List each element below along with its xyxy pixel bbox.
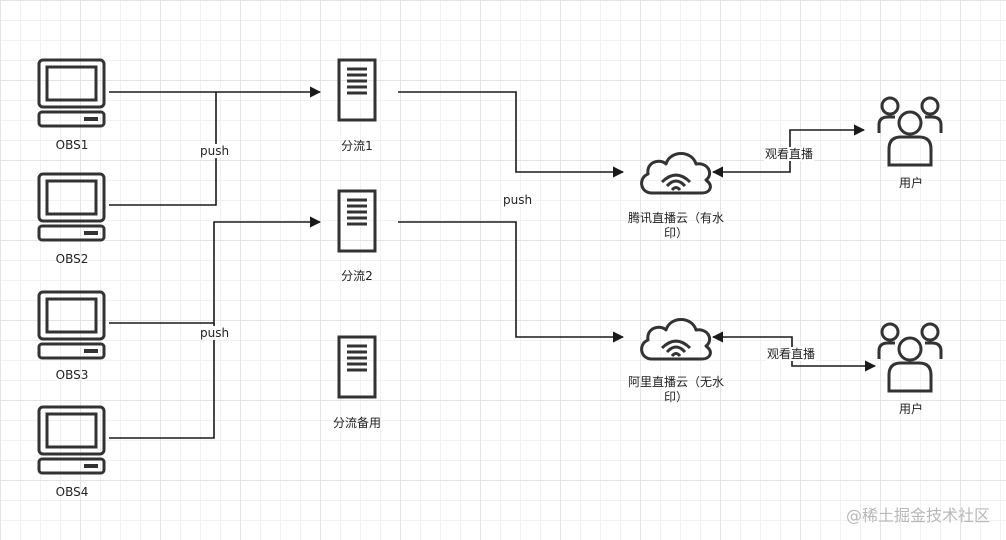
edge-split1-tencent bbox=[398, 91, 625, 178]
tencent-label-line1: 腾讯直播云（有水 bbox=[627, 211, 724, 225]
obs2-label: OBS2 bbox=[55, 252, 89, 266]
obs3-label: OBS3 bbox=[55, 368, 89, 382]
edge-label-watch-top: 观看直播 bbox=[764, 147, 815, 161]
obs4-monitor-icon bbox=[37, 405, 106, 475]
split-backup-label: 分流备用 bbox=[332, 416, 381, 430]
watermark: @稀土掘金技术社区 bbox=[845, 506, 990, 525]
tencent-cloud-icon bbox=[640, 152, 712, 195]
aliyun-cloud-icon bbox=[640, 318, 712, 361]
edge-label-push-bottom: push bbox=[199, 326, 231, 340]
obs1-label: OBS1 bbox=[55, 138, 89, 152]
edge-label-push-middle: push bbox=[502, 193, 534, 207]
edge-obs4-split2 bbox=[109, 323, 215, 439]
split1-server-icon bbox=[337, 58, 377, 122]
user-bottom-label: 用户 bbox=[898, 402, 923, 416]
obs1-monitor-icon bbox=[37, 58, 106, 128]
split1-label: 分流1 bbox=[341, 139, 373, 153]
split2-server-icon bbox=[337, 189, 377, 253]
aliyun-label-line1: 阿里直播云（无水 bbox=[627, 375, 724, 389]
obs4-label: OBS4 bbox=[55, 485, 89, 499]
edge-split2-aliyun bbox=[398, 221, 625, 343]
split2-label: 分流2 bbox=[341, 269, 373, 283]
user-top-label: 用户 bbox=[898, 176, 923, 190]
edge-label-watch-bottom: 观看直播 bbox=[766, 347, 817, 361]
tencent-label-line2: 印） bbox=[663, 226, 688, 240]
aliyun-label-line2: 印） bbox=[663, 390, 688, 404]
edge-label-push-top: push bbox=[199, 144, 231, 158]
split-backup-server-icon bbox=[337, 335, 377, 399]
obs3-monitor-icon bbox=[37, 290, 106, 360]
obs2-monitor-icon bbox=[37, 172, 106, 242]
user-top-icon bbox=[877, 96, 943, 167]
edge-obs2-split1 bbox=[109, 92, 217, 206]
edge-obs3-split2 bbox=[109, 216, 322, 324]
user-bottom-icon bbox=[877, 322, 943, 393]
